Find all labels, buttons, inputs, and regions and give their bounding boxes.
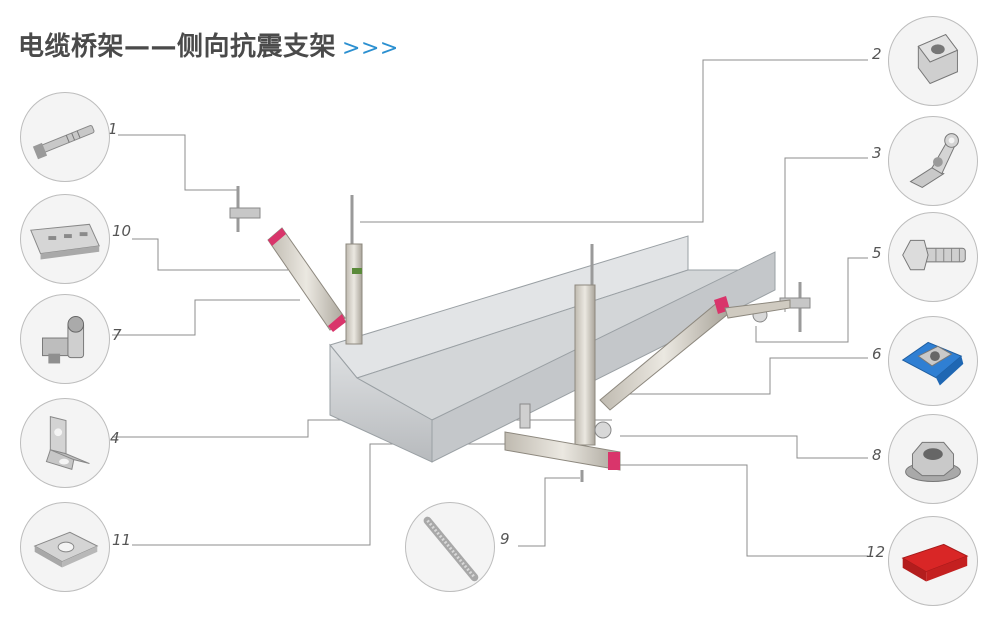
callout-number-12: 12 xyxy=(866,543,886,561)
callout-number-5: 5 xyxy=(872,244,882,262)
hex-bolt-icon xyxy=(902,239,966,271)
callout-number-9: 9 xyxy=(500,530,510,548)
callout-number-1: 1 xyxy=(108,120,118,138)
callout-number-8: 8 xyxy=(872,446,882,464)
part-hex-bolt xyxy=(888,212,978,302)
callout-number-11: 11 xyxy=(112,531,132,549)
anchor-bolt-icon xyxy=(32,125,95,160)
slotted-channel-icon xyxy=(30,223,100,260)
coupling-nut-icon xyxy=(917,33,959,85)
square-washer-icon xyxy=(33,531,99,568)
title-text: 电缆桥架——侧向抗震支架 xyxy=(18,32,337,62)
seismic-hinge-connector-icon xyxy=(909,133,959,188)
title-arrows: >>> xyxy=(342,36,399,61)
left-support xyxy=(229,186,363,345)
angle-bracket-icon xyxy=(45,415,90,471)
callout-number-7: 7 xyxy=(112,326,122,344)
part-end-cap xyxy=(888,516,978,606)
part-seismic-hinge-connector xyxy=(888,116,978,206)
part-coupling-nut xyxy=(888,16,978,106)
channel-nut-icon xyxy=(901,341,964,386)
part-anchor-bolt xyxy=(20,92,110,182)
part-channel-nut xyxy=(888,316,978,406)
flange-nut-icon xyxy=(905,441,961,482)
callout-number-6: 6 xyxy=(872,345,882,363)
right-support xyxy=(504,244,811,482)
callout-number-10: 10 xyxy=(112,222,132,240)
threaded-rod-icon xyxy=(423,516,479,582)
part-slotted-channel xyxy=(20,194,110,284)
part-flange-nut xyxy=(888,414,978,504)
callout-number-2: 2 xyxy=(872,45,882,63)
part-square-washer xyxy=(20,502,110,592)
part-threaded-rod xyxy=(405,502,495,592)
cable-tray xyxy=(329,235,776,463)
part-bolt-clamp xyxy=(20,294,110,384)
part-angle-bracket xyxy=(20,398,110,488)
end-cap-icon xyxy=(901,543,969,582)
bolt-clamp-icon xyxy=(42,316,85,364)
page-title: 电缆桥架——侧向抗震支架>>> xyxy=(18,26,399,63)
callout-number-3: 3 xyxy=(872,144,882,162)
callout-number-4: 4 xyxy=(110,429,120,447)
